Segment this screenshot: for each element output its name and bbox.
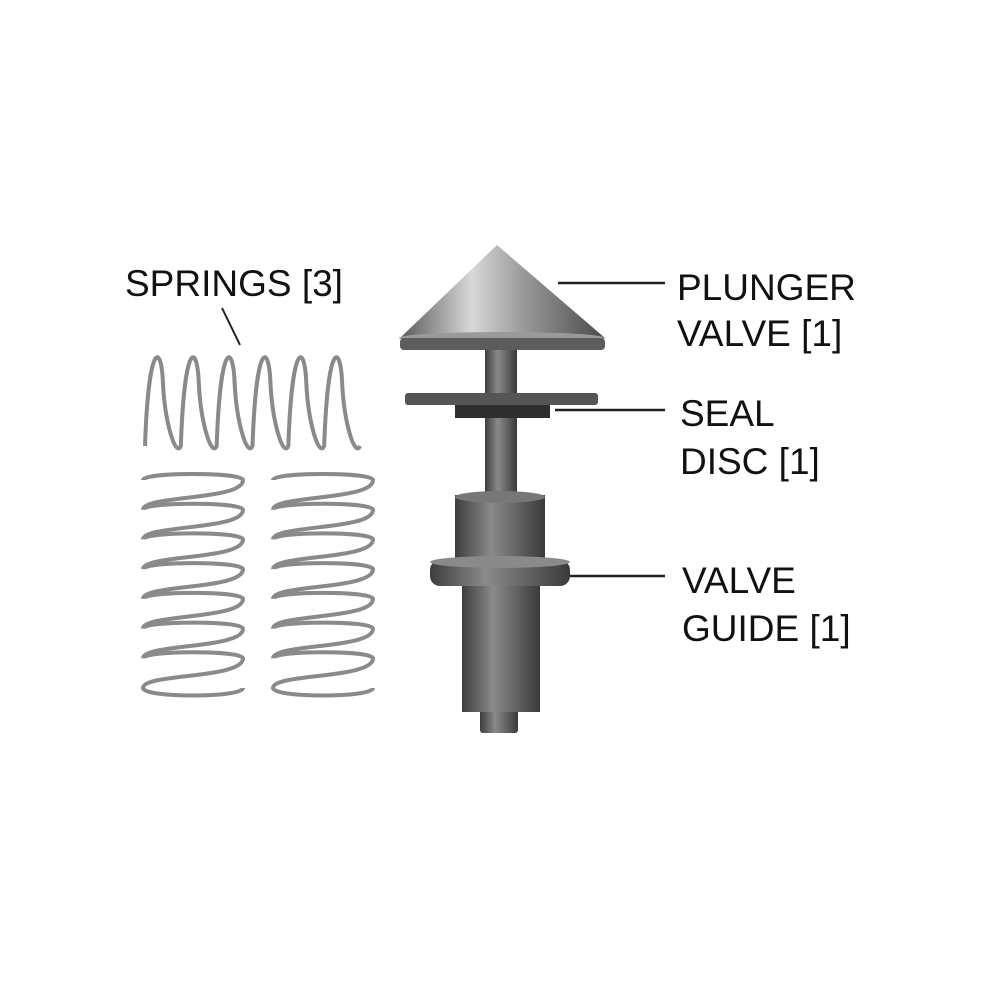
spring-vertical-left [140,472,246,698]
spring-horizontal [143,355,362,451]
seal-label-line1: SEAL [680,393,775,434]
seal-label-line2: DISC [1] [680,441,820,482]
plunger-label-line1: PLUNGER [677,267,856,308]
plunger-valve [399,245,605,505]
plunger-label-line2: VALVE [1] [677,313,842,354]
springs-label: SPRINGS [3] [125,263,343,304]
spring-vertical-right [270,472,376,698]
springs-group [140,355,376,698]
springs-leader-line [221,307,241,346]
guide-label-line2: GUIDE [1] [682,608,851,649]
seal-disc [405,393,598,418]
guide-label-line1: VALVE [682,560,796,601]
valve-guide [430,491,570,733]
